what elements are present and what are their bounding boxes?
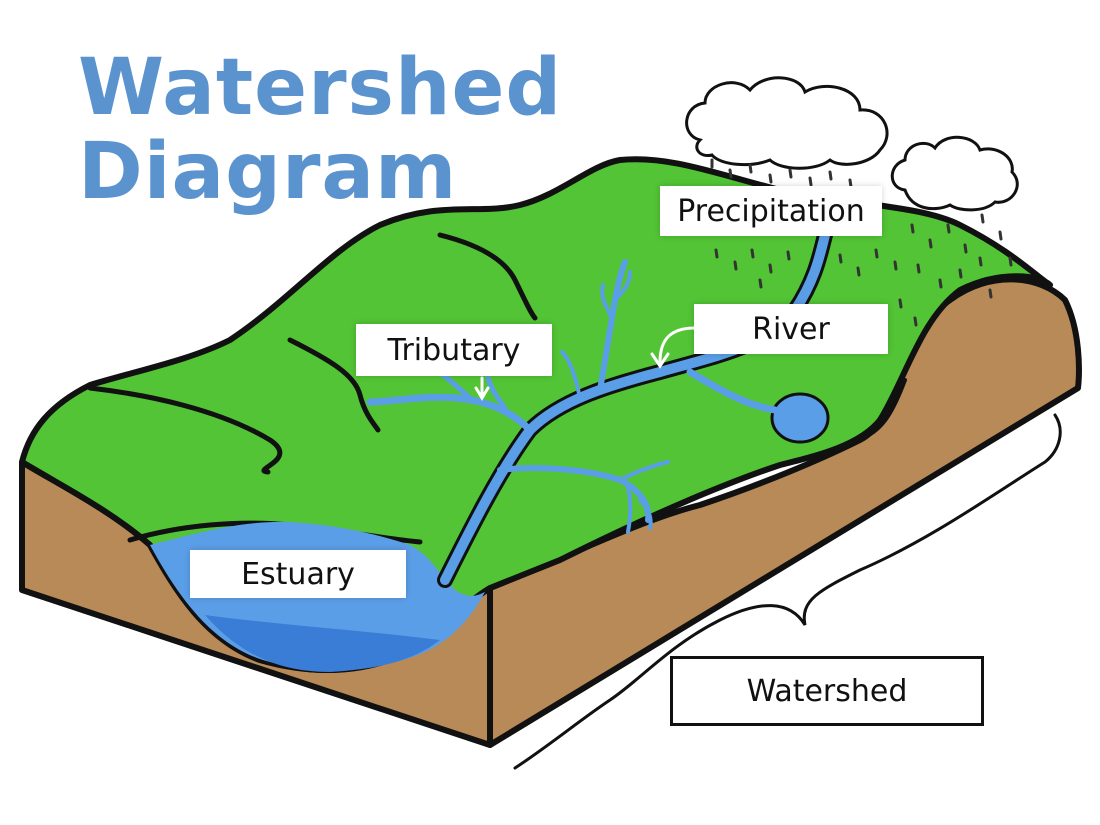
- river-label: River: [694, 304, 888, 354]
- watershed-label: Watershed: [670, 656, 984, 726]
- title-line-1: Watershed: [78, 43, 562, 133]
- precipitation-label: Precipitation: [660, 186, 882, 236]
- lake: [772, 394, 828, 442]
- cloud-icon: [687, 78, 887, 168]
- tributary-label: Tributary: [356, 324, 552, 376]
- cloud-icon: [892, 137, 1017, 210]
- title-line-2: Diagram: [78, 127, 457, 217]
- estuary-label: Estuary: [190, 550, 406, 598]
- diagram-title: Watershed Diagram: [78, 46, 562, 214]
